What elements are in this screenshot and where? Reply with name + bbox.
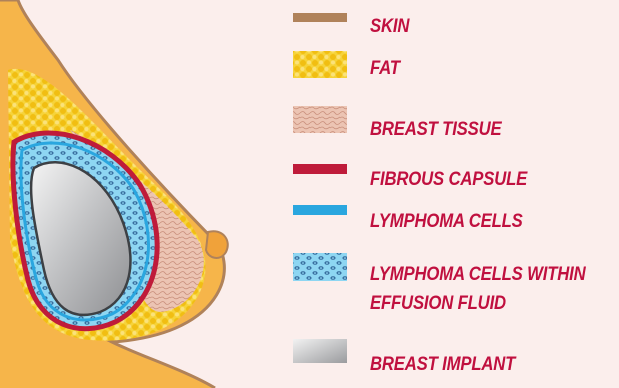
legend-swatch-breast-tissue bbox=[293, 106, 347, 133]
legend-label-lymphoma-effusion-line2: EFFUSION FLUID bbox=[370, 293, 506, 315]
nipple bbox=[206, 231, 228, 258]
legend-swatch-lymphoma-effusion bbox=[293, 253, 347, 281]
legend-label-lymphoma-cells: LYMPHOMA CELLS bbox=[370, 211, 523, 233]
legend-label-skin: SKIN bbox=[370, 16, 409, 38]
legend-swatch-skin bbox=[293, 13, 347, 22]
legend-label-breast-implant: BREAST IMPLANT bbox=[370, 354, 515, 376]
legend-swatch-breast-implant bbox=[293, 339, 347, 363]
legend-swatch-fibrous-capsule bbox=[293, 164, 347, 174]
legend-swatch-fat bbox=[293, 51, 347, 78]
legend-label-breast-tissue: BREAST TISSUE bbox=[370, 119, 501, 141]
legend-label-lymphoma-effusion-line1: LYMPHOMA CELLS WITHIN bbox=[370, 264, 586, 286]
legend-swatch-lymphoma-cells bbox=[293, 205, 347, 215]
legend-label-fibrous-capsule: FIBROUS CAPSULE bbox=[370, 169, 527, 191]
legend-label-fat: FAT bbox=[370, 58, 400, 80]
